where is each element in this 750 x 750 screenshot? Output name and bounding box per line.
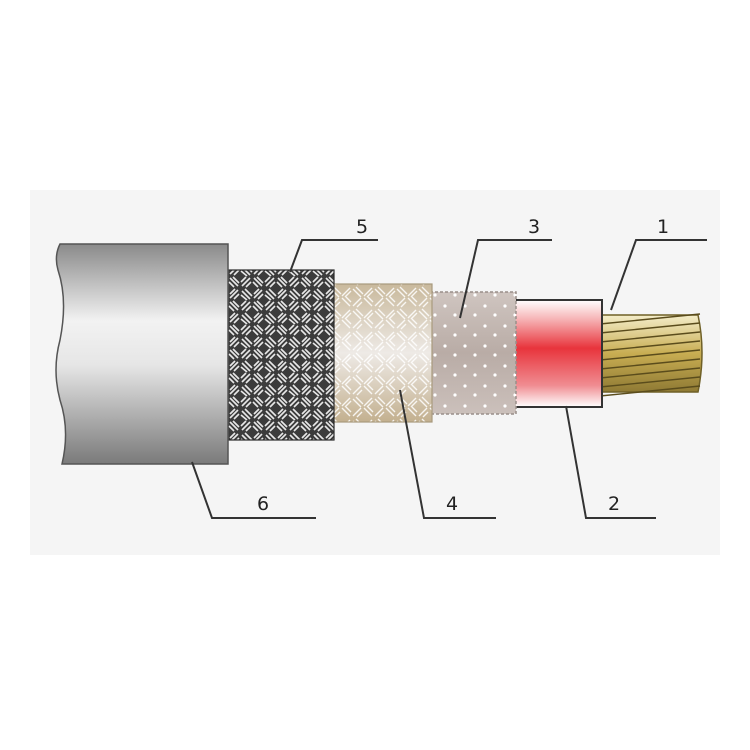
- insulation-layer: [513, 299, 603, 408]
- dotted-wrap-layer: [429, 291, 517, 415]
- inner-braid-layer: [331, 283, 433, 423]
- callout-label-3: 3: [528, 216, 540, 238]
- callout-2: 2: [565, 405, 656, 519]
- callout-6: 6: [191, 461, 316, 519]
- conductor-strands: [595, 313, 703, 397]
- callout-label-5: 5: [356, 216, 368, 238]
- callout-label-6: 6: [257, 493, 269, 515]
- outer-braid-layer: [225, 269, 335, 441]
- outer-jacket-layer: [55, 243, 229, 465]
- callout-label-1: 1: [657, 216, 669, 238]
- callout-4: 4: [399, 389, 496, 519]
- callout-label-4: 4: [446, 493, 458, 515]
- callout-1: 1: [610, 216, 707, 311]
- callout-3: 3: [459, 216, 552, 319]
- callout-5: 5: [289, 216, 378, 273]
- callout-label-2: 2: [608, 493, 620, 515]
